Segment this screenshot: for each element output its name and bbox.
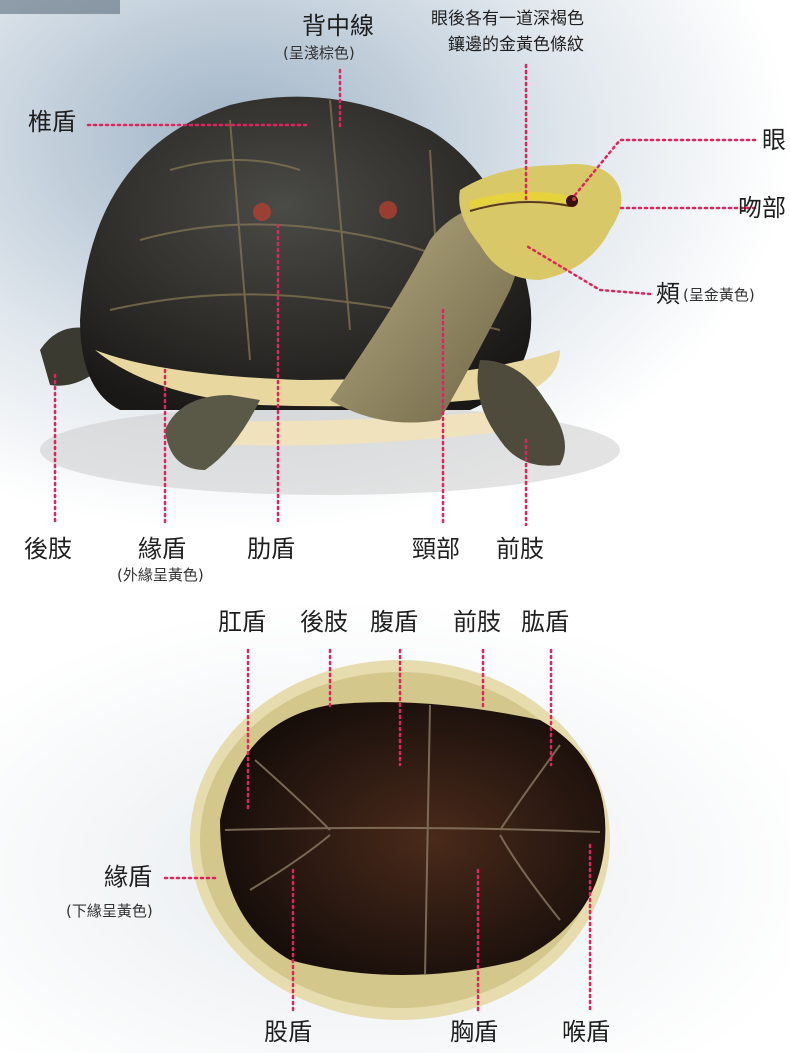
label-vertebral-scute: 椎盾 xyxy=(28,108,76,136)
label-back-midline: 背中線 xyxy=(302,12,374,40)
label-hind-limb: 後肢 xyxy=(24,535,72,563)
label-plastron-marginal-note: (下緣呈黃色) xyxy=(66,902,153,920)
label-anal-scute: 肛盾 xyxy=(218,608,266,636)
label-eye: 眼 xyxy=(762,126,786,154)
label-plastron-marginal-scute: 緣盾 xyxy=(104,863,152,891)
fore-limb-shape xyxy=(477,360,565,466)
label-femoral-scute: 股盾 xyxy=(264,1018,312,1046)
label-marginal-note: (外緣呈黃色) xyxy=(117,566,204,584)
label-back-midline-note: (呈淺棕色) xyxy=(283,44,355,62)
neck-shape xyxy=(330,200,524,423)
label-pectoral-scute: 胸盾 xyxy=(450,1018,498,1046)
label-costal-scute: 肋盾 xyxy=(247,535,295,563)
label-plastron-hind-limb: 後肢 xyxy=(300,608,348,636)
label-eye-stripe-line2: 鑲邊的金黃色條紋 xyxy=(448,35,584,55)
label-eye-stripe-line1: 眼後各有一道深褐色 xyxy=(431,9,584,29)
label-cheek: 頰 xyxy=(656,280,680,308)
label-marginal-scute: 緣盾 xyxy=(138,535,186,563)
label-gular-scute: 喉盾 xyxy=(562,1018,610,1046)
plastron-shape xyxy=(220,702,606,975)
label-neck: 頸部 xyxy=(412,535,460,563)
head-shape xyxy=(459,164,622,280)
label-abdominal-scute: 腹盾 xyxy=(370,608,418,636)
label-plastron-fore-limb: 前肢 xyxy=(453,608,501,636)
label-cheek-note: (呈金黃色) xyxy=(683,286,755,304)
label-humeral-scute: 肱盾 xyxy=(521,608,569,636)
label-snout: 吻部 xyxy=(738,194,786,222)
label-fore-limb: 前肢 xyxy=(496,535,544,563)
